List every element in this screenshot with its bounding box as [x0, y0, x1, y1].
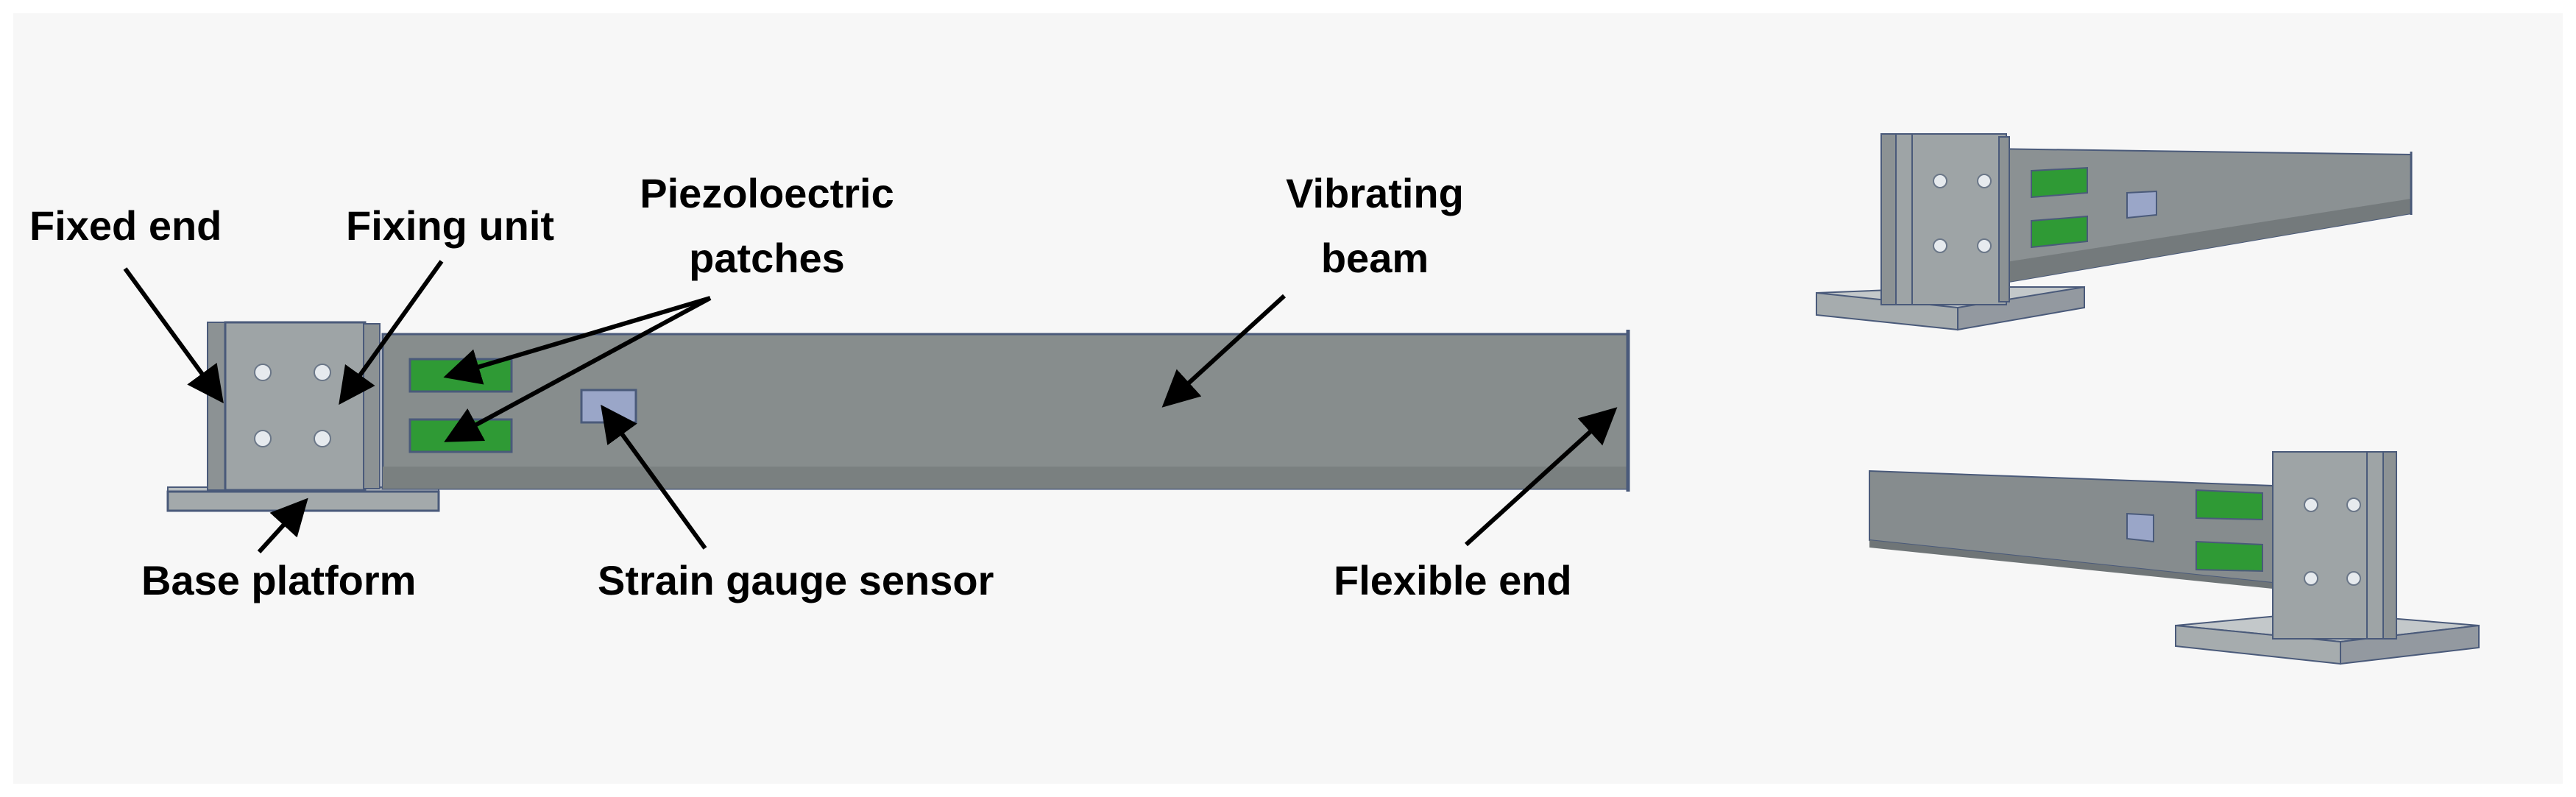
fixing-unit — [207, 321, 381, 492]
label-strain-gauge: Strain gauge sensor — [598, 557, 994, 603]
leader-arrows — [123, 260, 1618, 554]
label-flexible-end: Flexible end — [1334, 557, 1572, 603]
perspective-view-top — [1816, 133, 2413, 331]
label-fixing-unit: Fixing unit — [346, 202, 554, 249]
arrow-base-platform — [257, 497, 308, 554]
arrow-fixed-end — [123, 267, 224, 404]
front-view — [166, 321, 1630, 512]
label-vibrating-line1: Vibrating — [1286, 170, 1464, 216]
label-vibrating-line2: beam — [1321, 235, 1429, 281]
bolts — [254, 364, 331, 447]
arrow-piezo-bottom — [444, 296, 712, 442]
arrow-vibrating-beam — [1161, 294, 1287, 408]
perspective-view-bottom — [1869, 451, 2480, 665]
arrow-fixing-unit — [339, 260, 444, 405]
label-fixed-end: Fixed end — [29, 202, 222, 249]
arrow-flexible-end — [1464, 407, 1618, 547]
label-piezo-line1: Piezoloectric — [640, 170, 894, 216]
label-base-platform: Base platform — [141, 557, 416, 603]
arrow-strain-gauge — [601, 404, 707, 550]
label-piezo-line2: patches — [689, 235, 845, 281]
vibrating-beam — [381, 330, 1630, 492]
arrow-piezo-top — [443, 296, 711, 385]
labels: Fixed end Fixing unit Piezoloectric patc… — [29, 170, 1572, 603]
